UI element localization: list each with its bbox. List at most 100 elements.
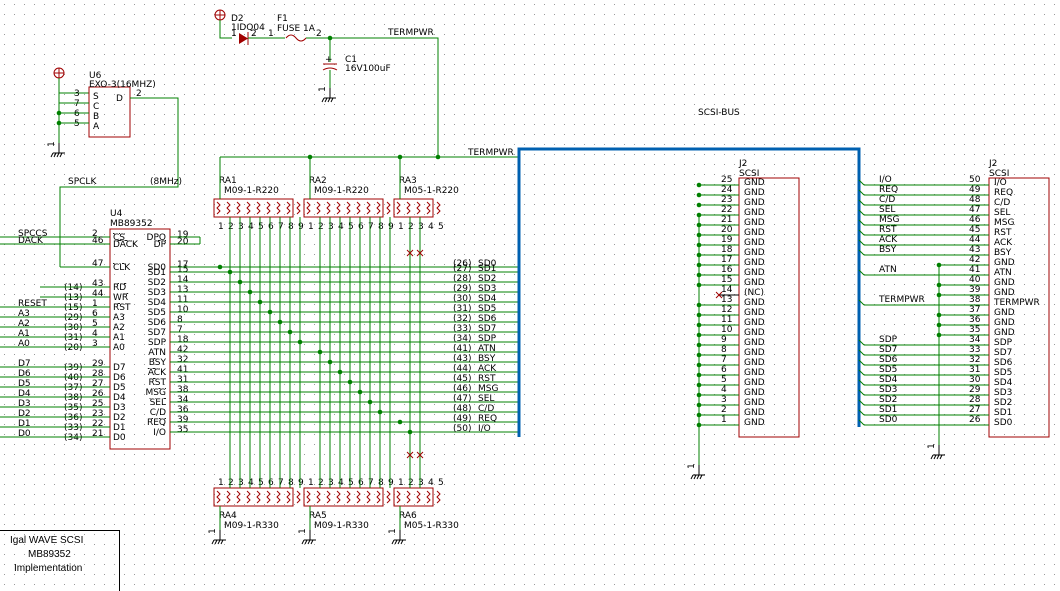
ground-pin-number: 1: [927, 443, 937, 449]
resistor-zigzag: [216, 490, 221, 504]
u4-net-label: RESET: [18, 299, 47, 309]
u4-net-label: A0: [18, 339, 30, 349]
j2-right-pin-number: 46: [969, 215, 981, 225]
scsi-net-label: SD2: [478, 274, 496, 284]
j2-left-ref: J2: [738, 159, 747, 169]
ground-hatch: [933, 454, 937, 460]
u4-external-pin: (13): [64, 293, 82, 303]
resistor-zigzag: [436, 201, 441, 215]
u4-right-pin-name: DPO: [147, 233, 166, 243]
resistor-zigzag: [416, 201, 421, 215]
ground-hatch: [930, 454, 934, 460]
j2-left-pin-number: 14: [721, 285, 733, 295]
j2-right-pin-name: GND: [994, 288, 1015, 298]
scsi-net-label: SD5: [478, 304, 496, 314]
resistor-zigzag: [376, 490, 381, 504]
j2-left-pin-name: GND: [744, 358, 765, 368]
ground-hatch: [214, 539, 218, 545]
u4-external-pin: (39): [64, 363, 82, 373]
u4-left-pin-name: D0: [113, 433, 126, 443]
u6-out-num: 2: [136, 89, 142, 99]
scsi-net-external: (34): [453, 334, 471, 344]
resistor-pin-number: 5: [438, 478, 444, 488]
resistor-pin-number: 7: [368, 478, 374, 488]
j2-right-net-label: ATN: [879, 265, 897, 275]
u4-left-pin-name: CS: [113, 233, 125, 243]
resistor-value: M05-1-R220: [404, 186, 459, 196]
resistor-zigzag: [246, 201, 251, 215]
ground-pin-number: 1: [388, 528, 398, 534]
ground-hatch: [310, 539, 314, 545]
title-line-3: Implementation: [14, 563, 83, 574]
j2-right-net-label: SD7: [879, 345, 897, 355]
j2-right-pin-name: SD5: [994, 368, 1012, 378]
u4-left-pin-name: D3: [113, 403, 126, 413]
ground-hatch: [324, 97, 328, 103]
scsi-net-external: (49): [453, 414, 471, 424]
bus-entry: [858, 219, 865, 226]
u4-left-pin-number: 4: [92, 329, 98, 339]
resistor-zigzag: [426, 201, 431, 215]
termpwr-label: TERMPWR: [387, 28, 434, 38]
u4-external-pin: (33): [64, 423, 82, 433]
resistor-zigzag: [416, 490, 421, 504]
u4-external-pin: (37): [64, 383, 82, 393]
resistor-ref: RA5: [309, 511, 327, 521]
u4-left-pin-number: 5: [92, 319, 98, 329]
j2-left-pin-name: GND: [744, 198, 765, 208]
resistor-zigzag: [316, 490, 321, 504]
resistor-array-body: [213, 198, 294, 218]
u4-net-label: DACK: [18, 236, 44, 246]
u4-ref: U4: [110, 209, 123, 219]
j2-right-net-label: C/D: [879, 195, 895, 205]
j2-right-pin-number: 39: [969, 285, 981, 295]
u4-right-pin-number: 34: [177, 395, 189, 405]
u4-external-pin: (34): [64, 433, 82, 443]
resistor-value: M05-1-R330: [404, 521, 459, 531]
resistor-zigzag: [336, 201, 341, 215]
no-connect: [715, 291, 723, 299]
junction-dot: [696, 182, 702, 188]
u4-right-pin-name: ATN: [148, 348, 166, 358]
j2-left-pin-name: GND: [744, 318, 765, 328]
bus-entry: [858, 389, 865, 396]
resistor-pin-number: 2: [228, 478, 234, 488]
ground-hatch: [696, 474, 700, 480]
u4-right-pin-name: SD0: [148, 263, 167, 273]
j2-right-pin-name: SD1: [994, 408, 1012, 418]
junction-dot: [435, 154, 441, 160]
resistor-zigzag: [316, 201, 321, 215]
u4-right-pin-number: 19: [177, 230, 189, 240]
scsi-net-external: (33): [453, 324, 471, 334]
resistor-pin-number: 5: [258, 478, 264, 488]
j2-left-pin-name: GND: [744, 348, 765, 358]
ground-hatch: [321, 97, 325, 103]
termpwr-rail-label: TERMPWR: [467, 148, 514, 158]
resistor-ref: RA1: [219, 176, 237, 186]
resistor-zigzag: [296, 490, 301, 504]
u4-left-pin-name: D5: [113, 383, 126, 393]
j2-left-pin-name: GND: [744, 408, 765, 418]
resistor-pin-number: 3: [328, 478, 334, 488]
resistor-pin-number: 8: [288, 222, 294, 232]
scsi-net-label: C/D: [478, 404, 494, 414]
d2-ref: D2: [231, 14, 244, 24]
j2-right-pin-number: 32: [969, 355, 980, 365]
wire-spclk: [59, 97, 179, 267]
u4-right-pin-name: C/D: [150, 408, 166, 418]
resistor-zigzag: [396, 201, 401, 215]
u4-net-label: A2: [18, 319, 30, 329]
resistor-zigzag: [276, 490, 281, 504]
u4-right-pin-number: 8: [177, 315, 183, 325]
resistor-zigzag: [276, 201, 281, 215]
j2-right-pin-number: 50: [969, 175, 981, 185]
scsi-net-label: SEL: [478, 394, 494, 404]
resistor-pin-number: 3: [418, 478, 424, 488]
resistor-pin-number: 3: [238, 222, 244, 232]
scsi-net-label: ATN: [478, 344, 496, 354]
scsi-net-label: BSY: [478, 354, 496, 364]
u4-left-pin-name: RD: [113, 283, 126, 293]
j2-left-pin-name: GND: [744, 328, 765, 338]
scsi-net-label: MSG: [478, 384, 498, 394]
